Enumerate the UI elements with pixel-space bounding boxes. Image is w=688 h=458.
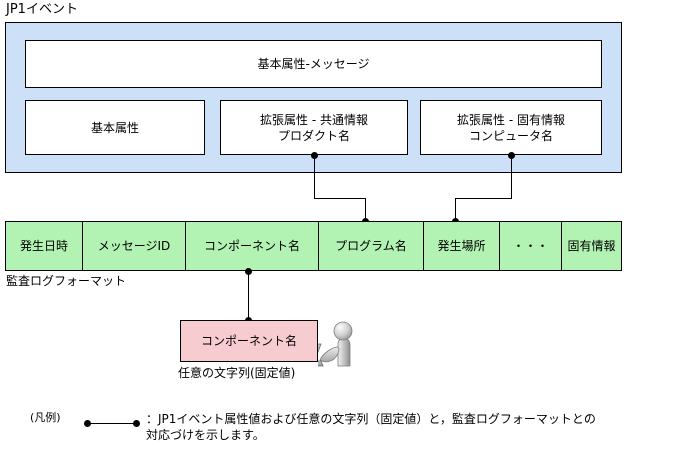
- fixed-value-caption: 任意の文字列(固定値): [178, 366, 296, 380]
- table-cell-label: メッセージID: [97, 239, 171, 253]
- table-cell-program-name: プログラム名: [319, 222, 424, 270]
- extended-attribute-common-line1: 拡張属性 - 共通情報: [260, 112, 368, 127]
- connector-segment-ext-unique-vertical-2: [455, 198, 456, 221]
- basic-attribute-message-box: 基本属性-メッセージ: [25, 40, 602, 88]
- extended-attribute-common-box: 拡張属性 - 共通情報 プロダクト名: [220, 100, 408, 155]
- connector-segment-ext-unique-vertical-1: [511, 155, 512, 198]
- legend-label: (凡例): [30, 411, 61, 424]
- fixed-value-label: コンポーネント名: [200, 333, 297, 348]
- fixed-value-box: コンポーネント名: [180, 320, 318, 362]
- audit-log-format-table: 発生日時 メッセージID コンポーネント名 プログラム名 発生場所 ・・・ 固有…: [5, 221, 622, 271]
- legend-description-line2: 対応づけを示します。: [146, 428, 265, 442]
- connector-segment-component-name-vertical: [248, 271, 249, 320]
- extended-attribute-unique-line1: 拡張属性 - 固有情報: [457, 112, 565, 127]
- basic-attribute-box: 基本属性: [25, 100, 205, 155]
- legend-description: ：JP1イベント属性値および任意の文字列（固定値）と，監査ログフォーマットとの …: [146, 411, 596, 443]
- table-cell-occurrence-place: 発生場所: [424, 222, 500, 270]
- connector-segment-ext-unique-horizontal: [455, 198, 512, 199]
- connector-segment-ext-common-horizontal: [314, 198, 366, 199]
- table-cell-label: ・・・: [512, 239, 549, 253]
- table-cell-label: 固有情報: [567, 239, 616, 253]
- table-cell-label: コンポーネント名: [203, 239, 300, 253]
- table-cell-message-id: メッセージID: [83, 222, 186, 270]
- table-cell-ellipsis: ・・・: [500, 222, 562, 270]
- table-cell-occurrence-datetime: 発生日時: [6, 222, 83, 270]
- table-cell-label: プログラム名: [335, 239, 407, 253]
- legend-symbol-dot-line-dot: [84, 420, 140, 427]
- jp1-event-title: JP1イベント: [6, 2, 78, 17]
- extended-attribute-unique-box: 拡張属性 - 固有情報 コンピュータ名: [420, 100, 602, 155]
- connector-segment-ext-common-vertical-1: [314, 155, 315, 198]
- legend-description-line1: ：JP1イベント属性値および任意の文字列（固定値）と，監査ログフォーマットとの: [146, 412, 596, 426]
- connector-segment-ext-common-vertical-2: [365, 198, 366, 221]
- legend-line: [87, 423, 137, 424]
- table-cell-label: 発生日時: [19, 239, 68, 253]
- basic-attribute-label: 基本属性: [90, 120, 139, 135]
- table-cell-unique-information: 固有情報: [562, 222, 621, 270]
- table-cell-component-name: コンポーネント名: [186, 222, 319, 270]
- legend-dot-right: [133, 420, 140, 427]
- extended-attribute-unique-line2: コンピュータ名: [468, 128, 553, 143]
- extended-attribute-common-line2: プロダクト名: [277, 128, 350, 143]
- audit-log-format-label: 監査ログフォーマット: [6, 274, 127, 288]
- person-at-laptop-icon: [303, 318, 364, 368]
- basic-attribute-message-label: 基本属性-メッセージ: [257, 57, 370, 71]
- table-cell-label: 発生場所: [437, 239, 486, 253]
